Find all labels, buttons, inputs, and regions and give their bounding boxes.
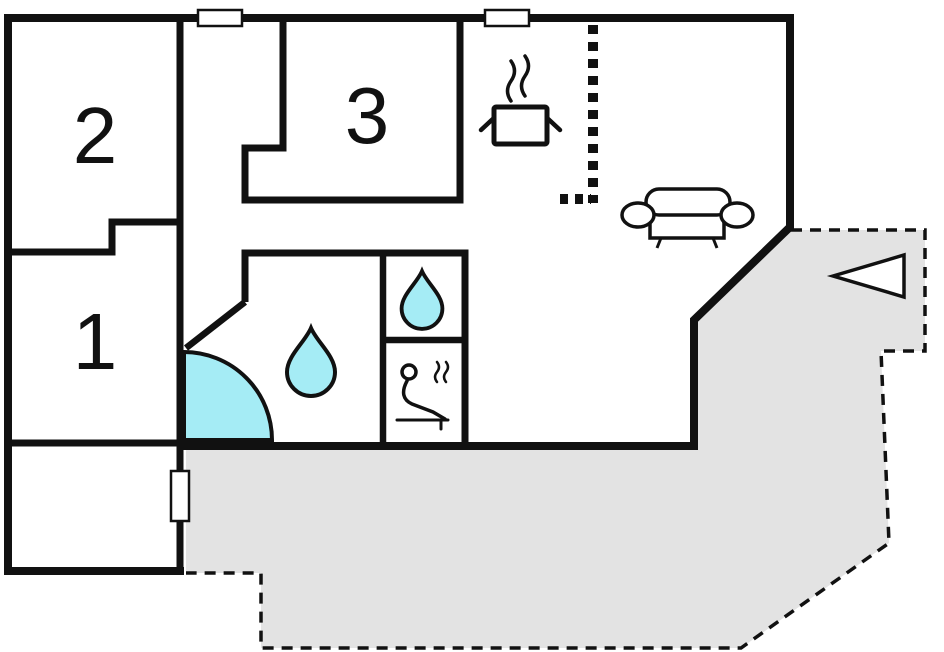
sofa-icon [620,187,755,249]
steam-lines [505,54,531,103]
room-1-label: 1 [73,297,118,386]
door-swing-arc [182,349,275,442]
sofa-armrest-left [620,201,656,229]
water-drop-icon-bathroom [284,322,338,398]
water-drop-shape [284,322,338,398]
sauna-bench [395,418,450,431]
sauna-person-head [400,363,418,381]
sauna-person-body [401,379,447,421]
terrace-dashed-border [186,228,927,650]
terrace-area [186,230,925,648]
wall-bathroom-diagonal [184,299,247,351]
pot-body [491,104,550,147]
sofa-back [644,187,732,217]
stove-pot-icon [478,54,563,147]
entrance-arrow-icon [826,252,906,300]
outer-wall [4,14,794,575]
sofa-armrest-right [719,201,755,229]
wall-room3 [241,18,464,204]
sauna-person-icon [395,360,450,431]
wall-room2-room1 [8,218,180,256]
window-marker-top-right [483,8,531,28]
water-drop-icon-shower [399,266,445,331]
window-marker-left-wall [169,469,191,523]
sauna-steam-lines [433,360,450,384]
water-drop-shape [399,266,445,331]
wall-bathroom-outline [241,249,469,443]
room-2-label: 2 [73,91,118,180]
room-3-label: 3 [345,71,390,160]
sofa-legs [655,237,719,249]
window-marker-top-left [196,8,244,28]
